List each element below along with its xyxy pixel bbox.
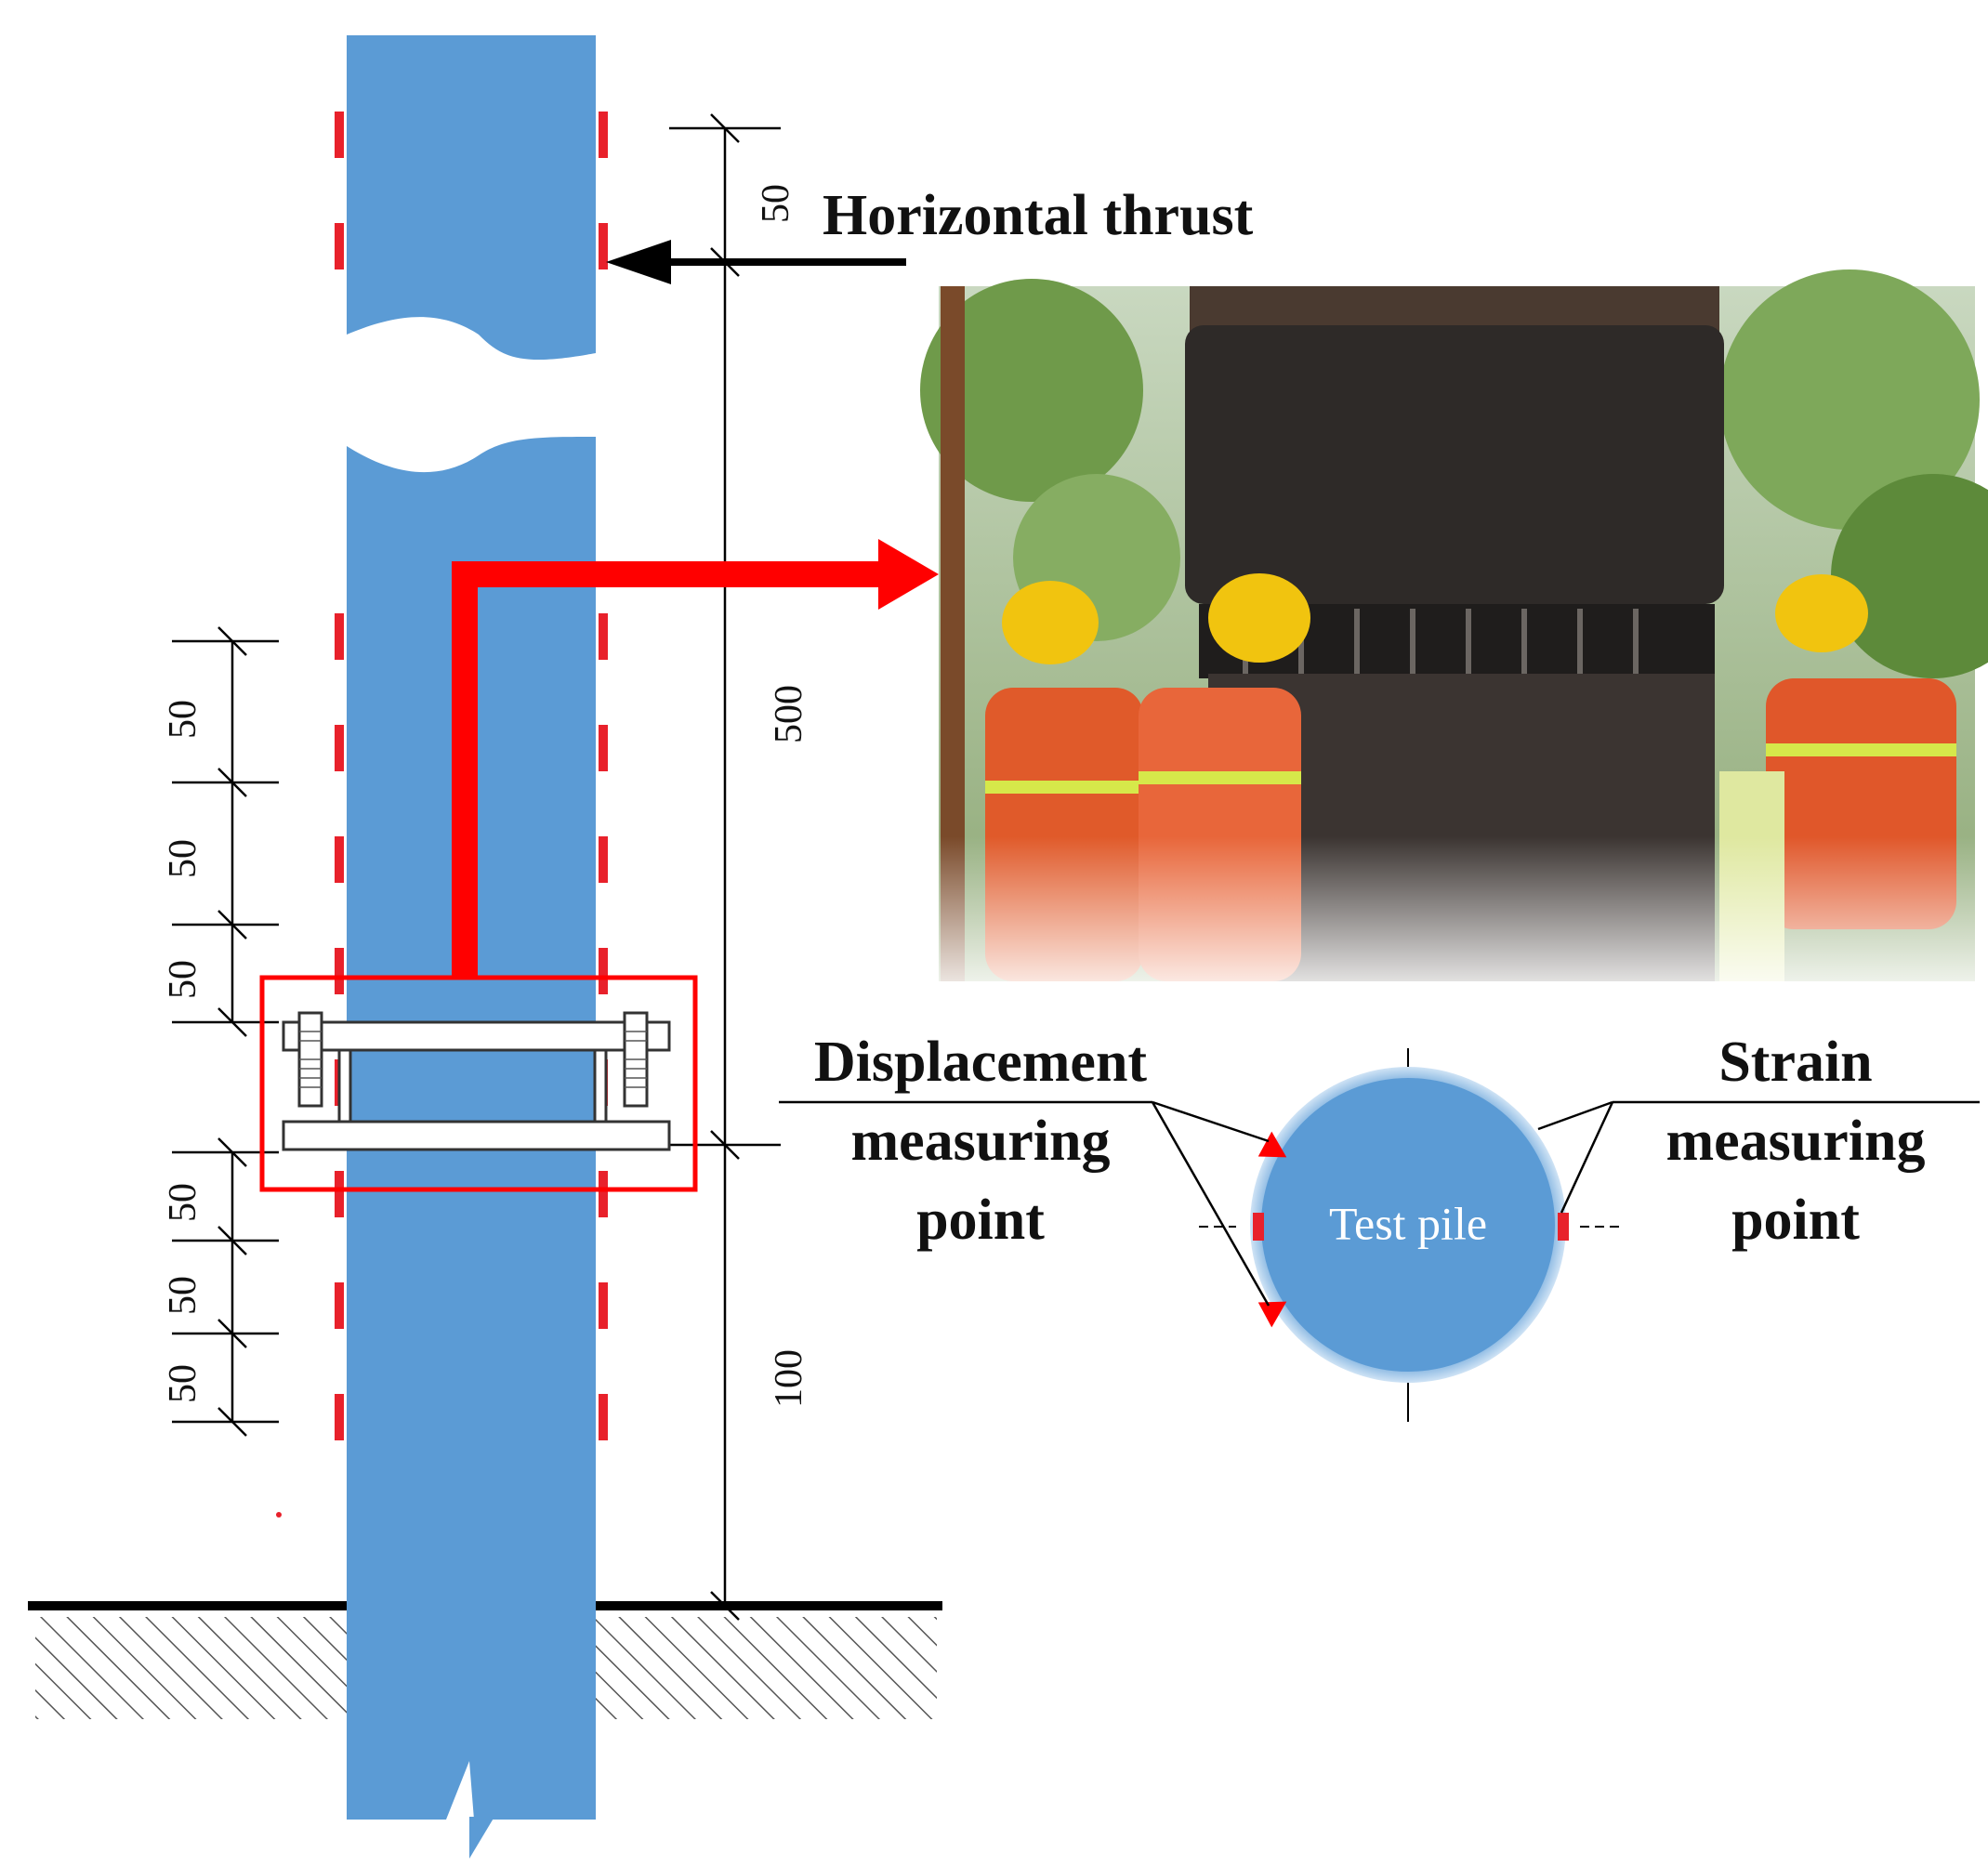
dimension-line-right bbox=[604, 113, 781, 1621]
displacement-label-line2: measuring bbox=[851, 1110, 1111, 1173]
test-pile-label: Test pile bbox=[1329, 1197, 1487, 1249]
dim-lower-2: 50 bbox=[162, 1276, 204, 1315]
dim-upper-2: 50 bbox=[162, 839, 204, 878]
displacement-label-line3: point bbox=[916, 1189, 1045, 1252]
dimension-stack-upper bbox=[172, 626, 279, 1037]
dim-lower-1: 50 bbox=[162, 1183, 204, 1222]
thrust-arrow-head bbox=[606, 240, 671, 284]
dim-lower-3: 50 bbox=[162, 1364, 204, 1403]
dim-top-50: 50 bbox=[755, 184, 797, 223]
flange-assembly bbox=[282, 1011, 671, 1151]
detail-pointer-arrowhead bbox=[878, 539, 939, 610]
strain-markers bbox=[335, 112, 608, 1450]
detail-frame bbox=[259, 975, 698, 1192]
strain-marker-left bbox=[1253, 1213, 1264, 1241]
dim-bottom-100: 100 bbox=[768, 1349, 810, 1408]
detail-pointer-arrow bbox=[452, 561, 892, 978]
strain-leader bbox=[1537, 1100, 1980, 1214]
displacement-label-line1: Displacement bbox=[814, 1031, 1148, 1094]
stray-marker-dot bbox=[276, 1512, 282, 1518]
strain-label-line1: Strain bbox=[1718, 1031, 1872, 1094]
dim-total-500: 500 bbox=[768, 685, 810, 743]
dim-upper-1: 50 bbox=[162, 700, 204, 739]
dim-upper-3: 50 bbox=[162, 960, 204, 999]
strain-label-line3: point bbox=[1731, 1189, 1860, 1252]
horizontal-thrust-label: Horizontal thrust bbox=[823, 184, 1254, 247]
displacement-marker-top bbox=[1257, 1131, 1287, 1158]
construction-site-photo bbox=[920, 269, 1988, 981]
strain-label-line2: measuring bbox=[1666, 1110, 1926, 1173]
test-pile-section: Test pile bbox=[1199, 1048, 1622, 1422]
dimension-stack-lower bbox=[172, 1137, 279, 1437]
strain-marker-right bbox=[1558, 1213, 1569, 1241]
displacement-marker-bottom bbox=[1257, 1301, 1287, 1328]
displacement-leader bbox=[779, 1100, 1270, 1307]
